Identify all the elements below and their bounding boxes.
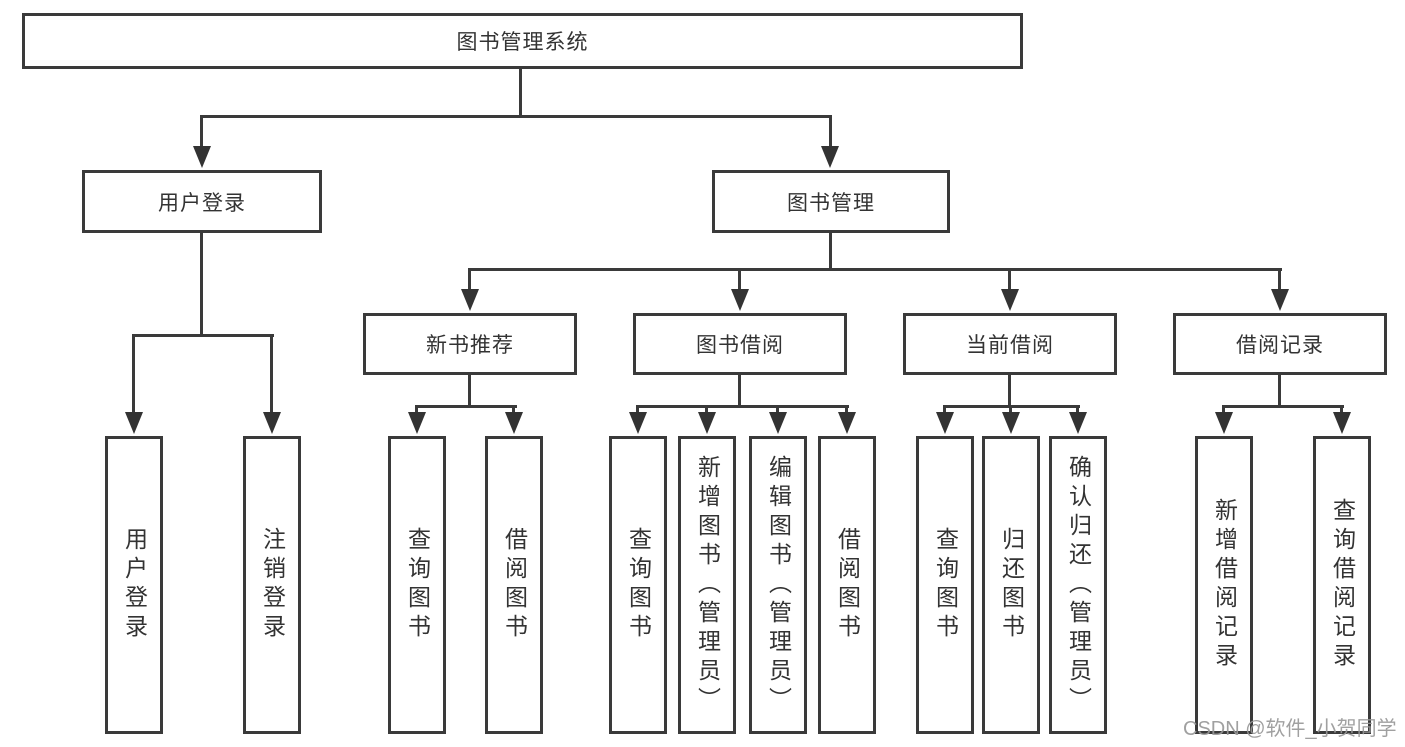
connector-segment bbox=[829, 233, 832, 271]
leaf-borrow-books-recommend: 借阅图书 bbox=[485, 436, 543, 734]
arrow-down-icon bbox=[1069, 412, 1087, 434]
connector-segment bbox=[270, 334, 273, 414]
leaf-logout-label: 注销登录 bbox=[259, 527, 286, 643]
leaf-user-login-label: 用户登录 bbox=[121, 527, 148, 643]
leaf-query-borrow-record: 查询借阅记录 bbox=[1313, 436, 1371, 734]
leaf-borrow-books: 借阅图书 bbox=[818, 436, 876, 734]
arrow-down-icon bbox=[408, 412, 426, 434]
arrow-down-icon bbox=[263, 412, 281, 434]
arrow-down-icon bbox=[698, 412, 716, 434]
node-root-label: 图书管理系统 bbox=[456, 31, 589, 54]
arrow-down-icon bbox=[193, 146, 211, 168]
node-new-book-recommend-label: 新书推荐 bbox=[426, 334, 514, 357]
connector-segment bbox=[1008, 375, 1011, 408]
leaf-borrow-books-recommend-label: 借阅图书 bbox=[501, 527, 528, 643]
connector-segment bbox=[1076, 405, 1079, 414]
connector-segment bbox=[705, 405, 708, 414]
connector-segment bbox=[1222, 405, 1225, 414]
leaf-edit-books-admin-label: 编辑图书（管理员） bbox=[765, 454, 792, 716]
node-book-management: 图书管理 bbox=[712, 170, 950, 233]
arrow-down-icon bbox=[936, 412, 954, 434]
connector-segment bbox=[1278, 268, 1281, 291]
arrow-down-icon bbox=[731, 289, 749, 311]
leaf-user-login: 用户登录 bbox=[105, 436, 163, 734]
node-user-login-label: 用户登录 bbox=[158, 191, 246, 215]
arrow-down-icon bbox=[1001, 289, 1019, 311]
leaf-logout: 注销登录 bbox=[243, 436, 301, 734]
leaf-borrow-books-label: 借阅图书 bbox=[834, 527, 861, 643]
node-book-borrow: 图书借阅 bbox=[633, 313, 847, 375]
connector-segment bbox=[845, 405, 848, 414]
connector-segment bbox=[636, 405, 639, 414]
node-current-borrow: 当前借阅 bbox=[903, 313, 1117, 375]
arrow-down-icon bbox=[838, 412, 856, 434]
connector-segment bbox=[200, 115, 203, 148]
leaf-query-books-borrow: 查询图书 bbox=[609, 436, 667, 734]
connector-segment bbox=[1340, 405, 1343, 414]
leaf-query-books-current-label: 查询图书 bbox=[932, 527, 959, 643]
connector-segment bbox=[201, 115, 831, 118]
arrow-down-icon bbox=[125, 412, 143, 434]
arrow-down-icon bbox=[1333, 412, 1351, 434]
leaf-add-books-admin-label: 新增图书（管理员） bbox=[694, 454, 721, 716]
leaf-query-books-current: 查询图书 bbox=[916, 436, 974, 734]
connector-segment bbox=[943, 405, 946, 414]
connector-segment bbox=[636, 405, 849, 408]
connector-segment bbox=[738, 375, 741, 408]
node-user-login: 用户登录 bbox=[82, 170, 322, 233]
leaf-add-books-admin: 新增图书（管理员） bbox=[678, 436, 736, 734]
connector-segment bbox=[1008, 268, 1011, 291]
node-root: 图书管理系统 bbox=[22, 13, 1023, 69]
node-borrow-records: 借阅记录 bbox=[1173, 313, 1387, 375]
leaf-return-books: 归还图书 bbox=[982, 436, 1040, 734]
connector-segment bbox=[200, 233, 203, 336]
arrow-down-icon bbox=[461, 289, 479, 311]
arrow-down-icon bbox=[769, 412, 787, 434]
node-borrow-records-label: 借阅记录 bbox=[1236, 334, 1324, 357]
arrow-down-icon bbox=[1215, 412, 1233, 434]
node-current-borrow-label: 当前借阅 bbox=[966, 334, 1054, 357]
connector-segment bbox=[468, 268, 471, 291]
connector-segment bbox=[415, 405, 418, 414]
node-book-management-label: 图书管理 bbox=[787, 191, 875, 215]
connector-segment bbox=[416, 405, 517, 408]
node-book-borrow-label: 图书借阅 bbox=[696, 334, 784, 357]
connector-segment bbox=[512, 405, 515, 414]
connector-segment bbox=[738, 268, 741, 291]
leaf-return-books-label: 归还图书 bbox=[998, 527, 1025, 643]
arrow-down-icon bbox=[505, 412, 523, 434]
arrow-down-icon bbox=[629, 412, 647, 434]
connector-segment bbox=[1009, 405, 1012, 414]
leaf-confirm-return-admin: 确认归还（管理员） bbox=[1049, 436, 1107, 734]
csdn-watermark: CSDN @软件_小贺同学 bbox=[1183, 718, 1397, 740]
connector-segment bbox=[468, 375, 471, 408]
leaf-add-borrow-record: 新增借阅记录 bbox=[1195, 436, 1253, 734]
leaf-add-borrow-record-label: 新增借阅记录 bbox=[1211, 498, 1238, 672]
connector-segment bbox=[776, 405, 779, 414]
node-new-book-recommend: 新书推荐 bbox=[363, 313, 577, 375]
connector-segment bbox=[133, 334, 274, 337]
arrow-down-icon bbox=[1002, 412, 1020, 434]
leaf-edit-books-admin: 编辑图书（管理员） bbox=[749, 436, 807, 734]
connector-segment bbox=[469, 268, 1282, 271]
leaf-query-borrow-record-label: 查询借阅记录 bbox=[1329, 498, 1356, 672]
leaf-confirm-return-admin-label: 确认归还（管理员） bbox=[1065, 454, 1092, 716]
connector-segment bbox=[132, 334, 135, 414]
connector-segment bbox=[519, 67, 522, 118]
leaf-query-books-recommend: 查询图书 bbox=[388, 436, 446, 734]
leaf-query-books-recommend-label: 查询图书 bbox=[404, 527, 431, 643]
leaf-query-books-borrow-label: 查询图书 bbox=[625, 527, 652, 643]
connector-segment bbox=[1278, 375, 1281, 408]
connector-segment bbox=[1222, 405, 1344, 408]
connector-segment bbox=[829, 115, 832, 148]
arrow-down-icon bbox=[821, 146, 839, 168]
arrow-down-icon bbox=[1271, 289, 1289, 311]
